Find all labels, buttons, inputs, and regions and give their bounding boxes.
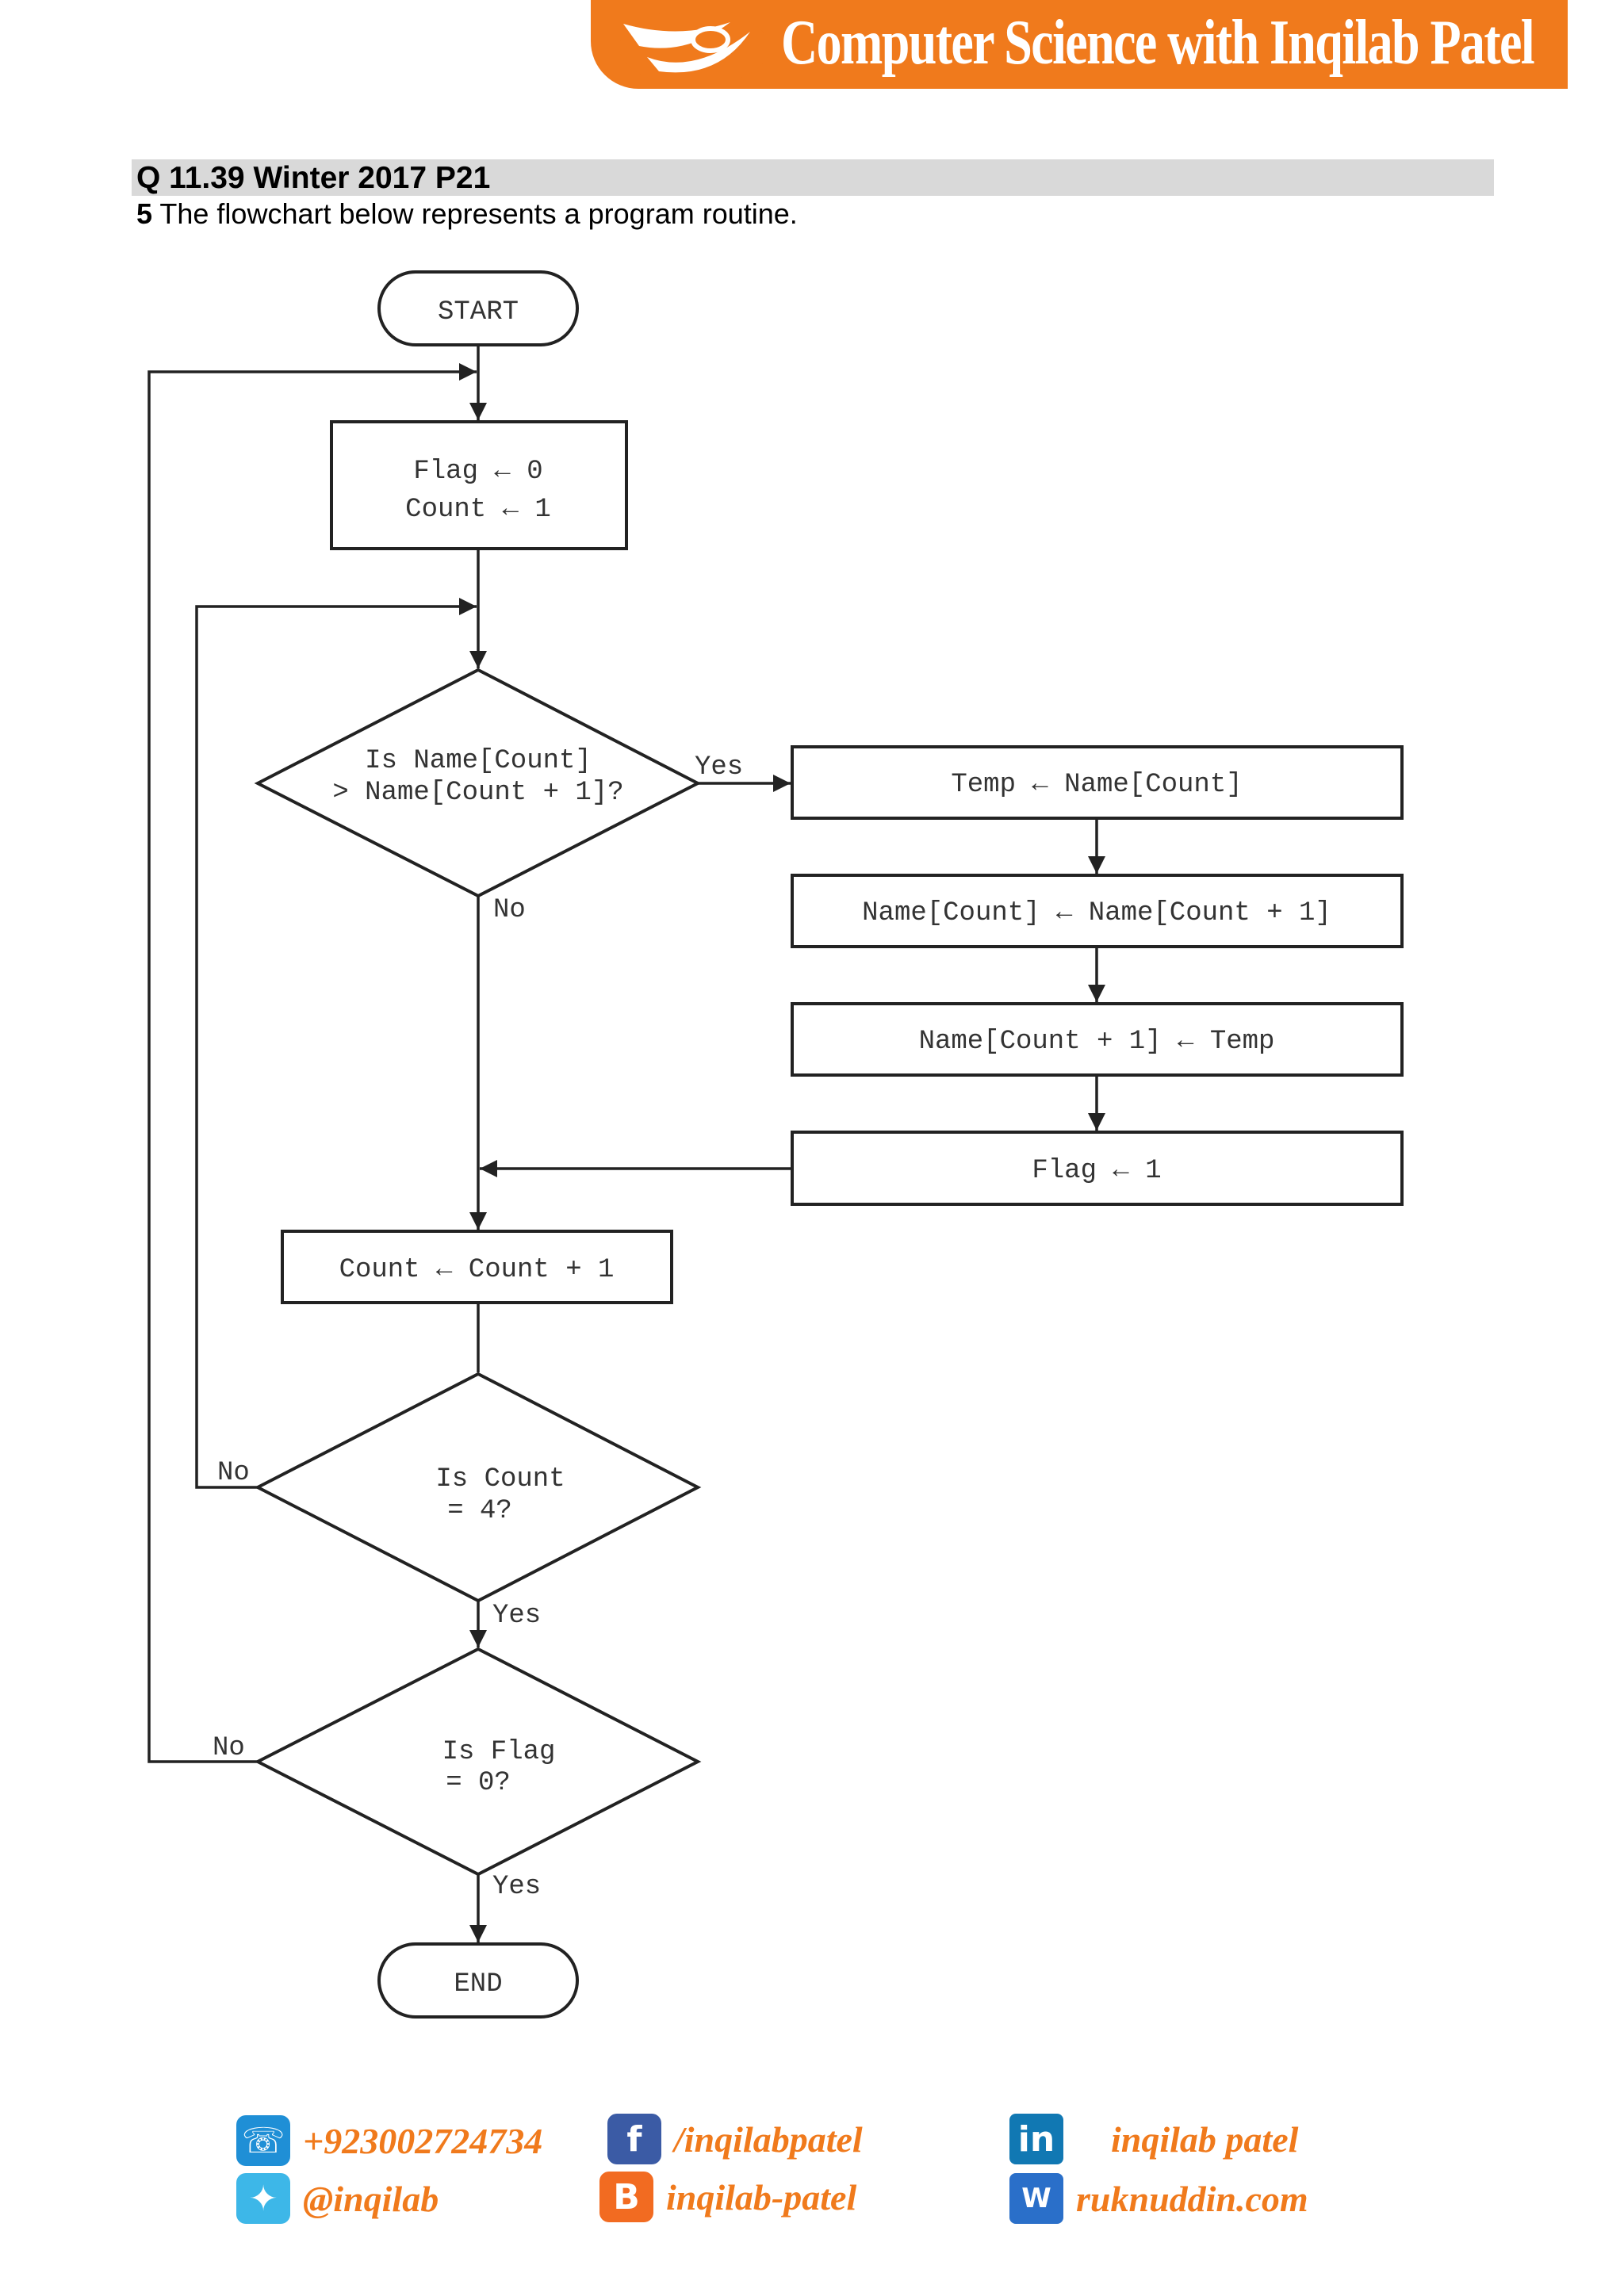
decision2-label-line2: = 4? (447, 1496, 512, 1526)
question-text: 5 The flowchart below represents a progr… (136, 197, 798, 232)
swap1-label: Temp ← Name[Count] (951, 770, 1242, 800)
footer-facebook-text: /inqilabpatel (674, 2118, 863, 2160)
swap3-label: Name[Count + 1] ← Temp (919, 1027, 1275, 1057)
decision3-label-line1: Is Flag (442, 1737, 556, 1767)
increment-count-box (281, 1230, 673, 1304)
init-label-count: Count ← 1 (405, 495, 551, 525)
footer-phone-text: +923002724734 (303, 2120, 543, 2161)
increment-label: Count ← Count + 1 (339, 1255, 615, 1285)
footer-blogger-text: inqilab-patel (666, 2176, 857, 2218)
blogger-icon: B (599, 2172, 653, 2222)
web-icon: W (1009, 2173, 1063, 2224)
decision2-label-line1: Is Count (435, 1464, 565, 1494)
decision3-no-label: No (213, 1733, 245, 1763)
end-terminator (377, 1942, 579, 2019)
footer-blogger[interactable]: B inqilab-patel (599, 2169, 856, 2225)
decision2-no-label: No (217, 1458, 250, 1488)
loop-back-outer (147, 363, 477, 1763)
footer-website-text: ruknuddin.com (1076, 2178, 1308, 2219)
decision2-yes-label: Yes (492, 1601, 541, 1631)
init-label-flag: Flag ← 0 (413, 457, 542, 487)
decision3-yes-label: Yes (492, 1872, 541, 1902)
question-title: Q 11.39 Winter 2017 P21 (136, 161, 491, 195)
decision1-yes-label: Yes (695, 752, 743, 783)
set-flag-label: Flag ← 1 (1032, 1156, 1161, 1186)
twitter-icon: ✦ (236, 2173, 290, 2224)
end-label: END (454, 1969, 502, 1999)
phone-icon: ☏ (236, 2115, 290, 2166)
question-bar (132, 159, 1494, 196)
decision1-no-label: No (493, 895, 526, 925)
decision3-label-line2: = 0? (446, 1768, 511, 1798)
swap2-label: Name[Count] ← Name[Count + 1] (862, 898, 1331, 928)
decision1-label-line1: Is Name[Count] (365, 746, 592, 776)
facebook-icon: f (607, 2114, 661, 2164)
set-flag-box (791, 1131, 1404, 1206)
footer-linkedin[interactable]: in inqilab patel (1009, 2111, 1298, 2167)
footer-twitter-text: @inqilab (303, 2178, 439, 2219)
linkedin-icon: in (1009, 2114, 1063, 2164)
brand-logo-icon (619, 10, 770, 86)
footer-linkedin-text: inqilab patel (1111, 2118, 1299, 2160)
question-number: 5 (136, 197, 153, 230)
footer-twitter[interactable]: ✦ @inqilab (236, 2171, 439, 2226)
footer-website[interactable]: W ruknuddin.com (1009, 2171, 1308, 2226)
loop-back-inner (195, 598, 477, 1489)
footer-facebook[interactable]: f /inqilabpatel (607, 2111, 863, 2167)
question-statement: The flowchart below represents a program… (159, 197, 798, 230)
start-label: START (438, 297, 519, 327)
decision1-label-line2: > Name[Count + 1]? (332, 778, 623, 808)
footer-phone[interactable]: ☏ +923002724734 (236, 2113, 542, 2168)
